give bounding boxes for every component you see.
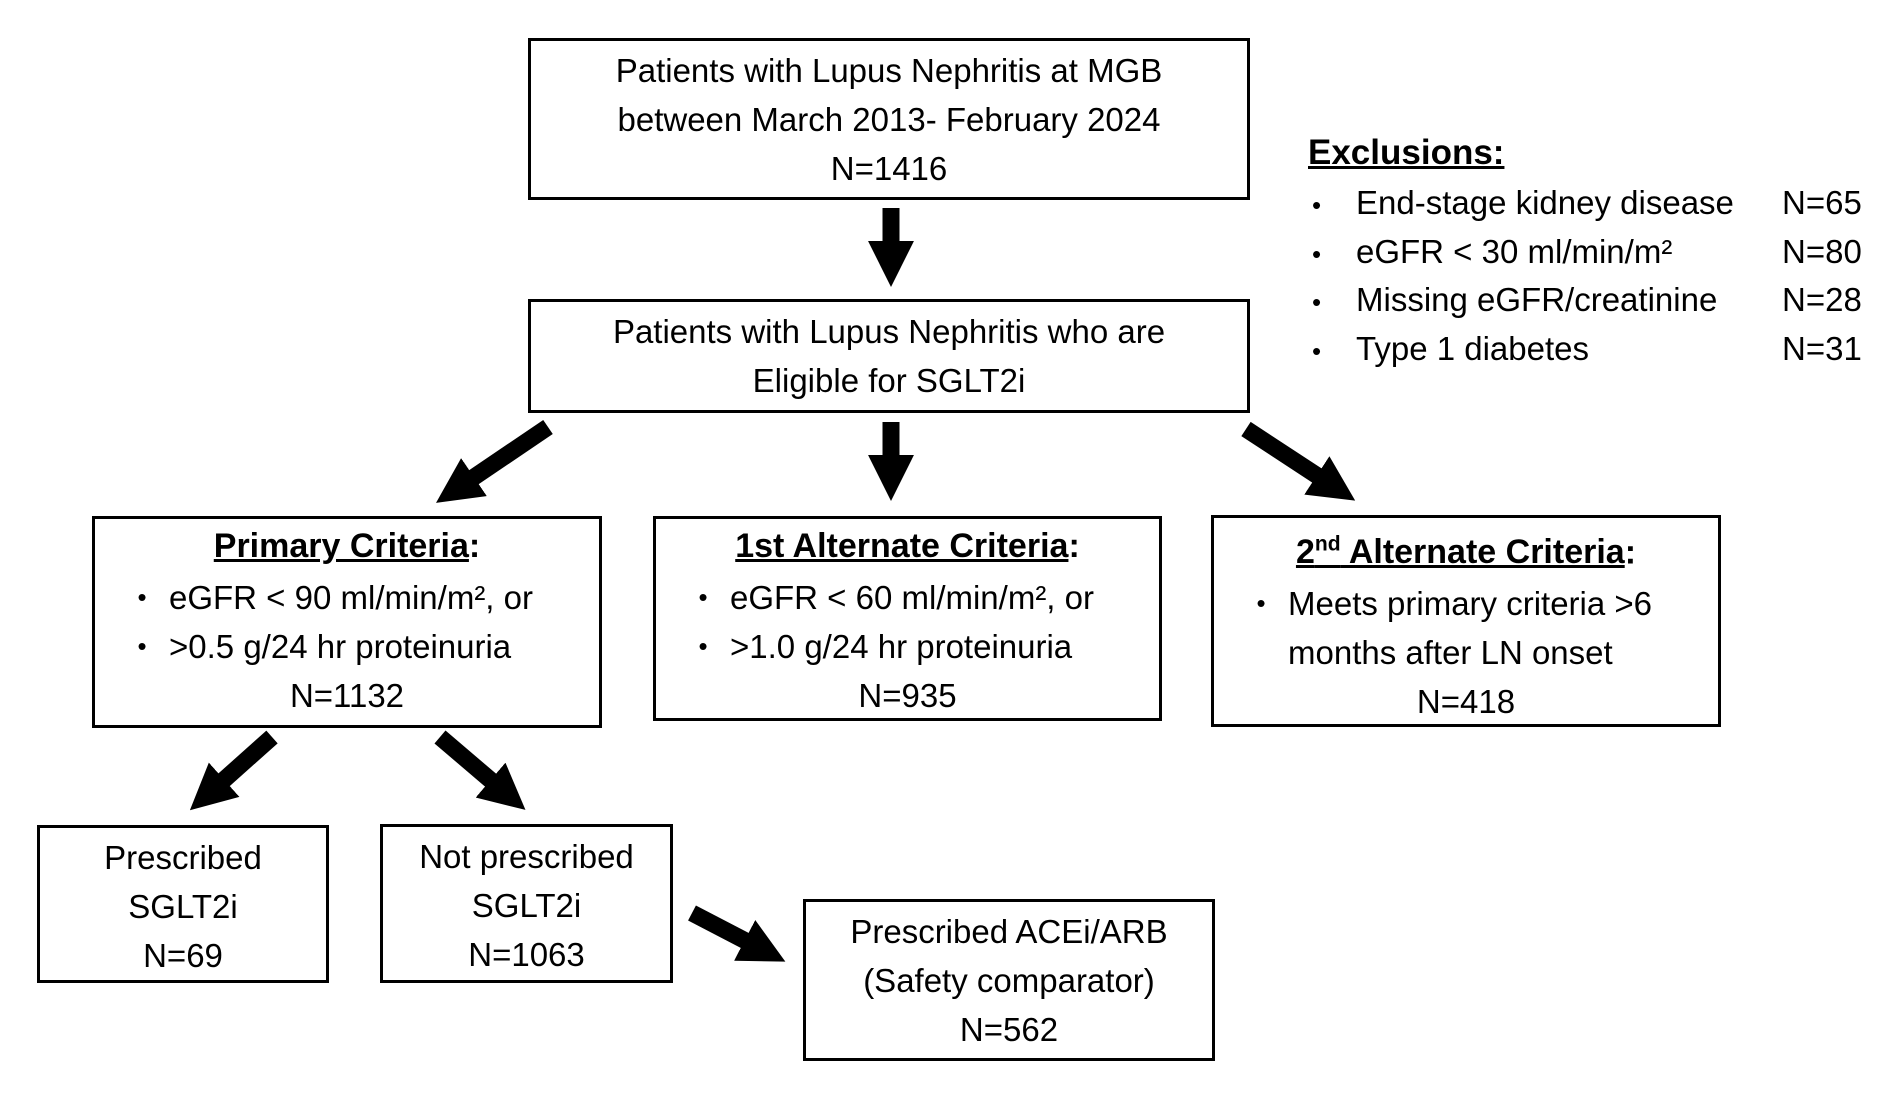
exclusion-label: eGFR < 30 ml/min/m² [1356,232,1673,270]
prescribed-count: N=69 [143,937,223,974]
criteria-bullet: • Meets primary criteria >6 months after… [1214,579,1718,677]
exclusions-panel: Exclusions: • End-stage kidney disease N… [1308,126,1886,374]
acei-line: Prescribed ACEi/ARB [850,913,1168,950]
criteria-bullet: • >0.5 g/24 hr proteinuria [95,622,599,671]
eligible-box-line: Eligible for SGLT2i [752,362,1026,399]
arrow-eligible-to-alt2 [1241,421,1356,501]
arrow-not-prescribed-to-acei [688,905,786,962]
top-box: Patients with Lupus Nephritis at MGB bet… [528,38,1250,200]
top-box-line: Patients with Lupus Nephritis at MGB [615,52,1163,89]
criteria-bullet-text: >0.5 g/24 hr proteinuria [169,628,512,665]
alt1-criteria-count: N=935 [858,677,957,714]
exclusion-item: • eGFR < 30 ml/min/m² N=80 [1308,229,1886,278]
criteria-bullet: • >1.0 g/24 hr proteinuria [656,622,1159,671]
bullet-icon: • [1312,190,1322,220]
prescribed-line: Prescribed [104,839,262,876]
not-prescribed-count: N=1063 [468,936,585,973]
exclusion-item: • End-stage kidney disease N=65 [1308,180,1886,229]
criteria-bullet-text: eGFR < 60 ml/min/m², or [730,579,1094,616]
prescribed-sglt2i-box: Prescribed SGLT2i N=69 [37,825,329,983]
arrow-primary-to-not-prescribed [434,730,526,810]
exclusion-item: • Type 1 diabetes N=31 [1308,326,1886,375]
alt1-criteria-title: 1st Alternate Criteria: [735,527,1080,565]
ordinal-superscript: nd [1314,533,1341,556]
exclusion-label: Missing eGFR/creatinine [1356,281,1718,318]
acei-arb-box: Prescribed ACEi/ARB (Safety comparator) … [803,899,1215,1061]
primary-criteria-box: Primary Criteria: • eGFR < 90 ml/min/m²,… [92,516,602,728]
criteria-bullet-text: >1.0 g/24 hr proteinuria [730,628,1073,665]
arrow-eligible-to-primary [435,419,553,503]
top-box-line: between March 2013- February 2024 [617,101,1161,138]
alt2-criteria-box: 2nd Alternate Criteria: • Meets primary … [1211,515,1721,727]
acei-line: (Safety comparator) [863,962,1155,999]
primary-criteria-title: Primary Criteria: [213,527,481,565]
criteria-bullet-line: Meets primary criteria >6 [1288,585,1653,623]
criteria-bullet: • eGFR < 90 ml/min/m², or [95,573,599,622]
exclusion-item: • Missing eGFR/creatinine N=28 [1308,277,1886,326]
acei-count: N=562 [959,1011,1059,1048]
exclusion-count: N=80 [1782,232,1862,270]
arrow-primary-to-prescribed [189,730,278,811]
primary-criteria-count: N=1132 [289,677,405,714]
not-prescribed-sglt2i-box: Not prescribed SGLT2i N=1063 [380,824,673,983]
exclusion-count: N=65 [1782,184,1862,221]
top-box-line: N=1416 [830,150,948,187]
bullet-icon: • [698,631,708,661]
alt2-criteria-title: 2nd Alternate Criteria: [1295,533,1637,572]
criteria-bullet-text: Meets primary criteria >6 months after L… [1288,579,1718,677]
criteria-bullet-text: eGFR < 90 ml/min/m², or [169,579,533,616]
bullet-icon: • [1256,588,1266,619]
criteria-bullet: • eGFR < 60 ml/min/m², or [656,573,1159,622]
not-prescribed-line: SGLT2i [471,887,582,924]
bullet-icon: • [1312,238,1322,269]
exclusions-title: Exclusions: [1308,133,1505,172]
not-prescribed-line: Not prescribed [419,838,634,875]
bullet-icon: • [137,582,147,612]
bullet-icon: • [698,582,708,612]
eligible-box-line: Patients with Lupus Nephritis who are [612,313,1166,350]
exclusion-count: N=31 [1782,329,1862,367]
exclusion-label: Type 1 diabetes [1356,329,1589,367]
bullet-icon: • [1312,335,1322,366]
alt1-criteria-box: 1st Alternate Criteria: • eGFR < 60 ml/m… [653,516,1162,721]
eligible-box: Patients with Lupus Nephritis who are El… [528,299,1250,413]
criteria-bullet-line: months after LN onset [1288,634,1613,672]
bullet-icon: • [1312,287,1322,317]
exclusion-count: N=28 [1782,281,1862,318]
prescribed-line: SGLT2i [128,888,238,925]
bullet-icon: • [137,631,147,661]
exclusion-label: End-stage kidney disease [1356,184,1734,221]
alt2-criteria-count: N=418 [1416,683,1516,721]
